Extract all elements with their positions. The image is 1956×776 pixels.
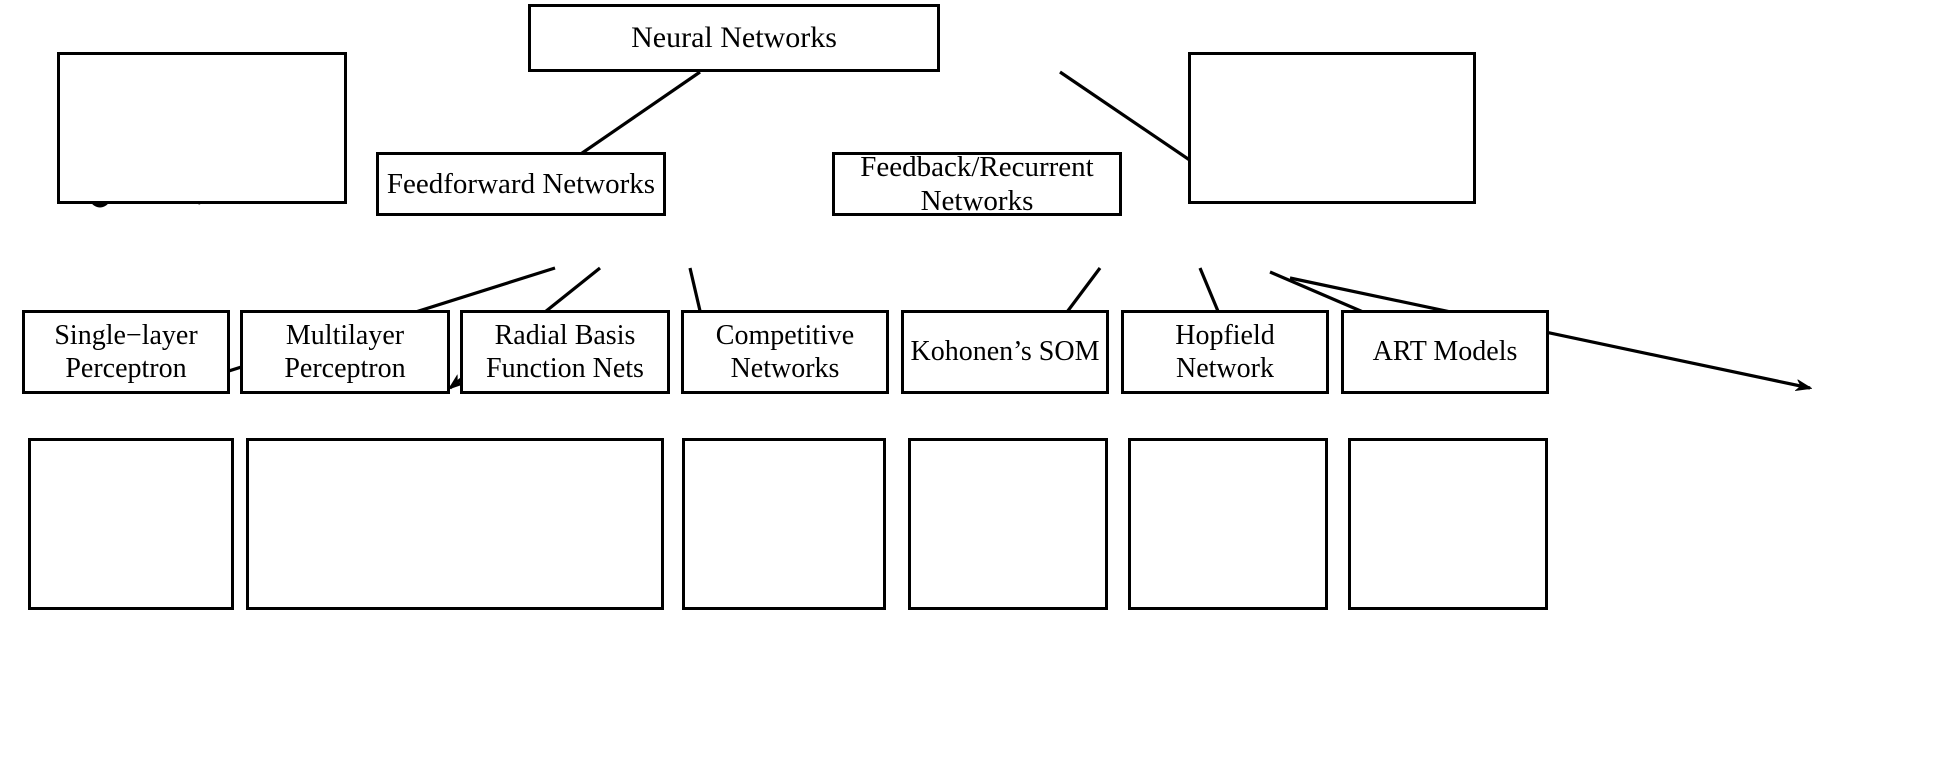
feedforward-example-panel	[57, 52, 347, 204]
edge-feedback-to-art	[1289, 276, 1810, 388]
single-layer-perceptron-panel	[28, 438, 234, 610]
node-kohonens-som[interactable]: Kohonen’s SOM	[901, 310, 1109, 394]
node-hopfield-network-line1: Hopfield	[1175, 319, 1275, 351]
node-radial-basis-function-nets-line2: Function Nets	[486, 353, 644, 384]
node-multilayer-perceptron[interactable]: Multilayer Perceptron	[240, 310, 450, 394]
node-neural-networks[interactable]: Neural Networks	[528, 4, 940, 72]
node-feedforward-networks-label: Feedforward Networks	[386, 167, 656, 200]
art-models-panel	[1348, 438, 1548, 610]
node-feedforward-networks[interactable]: Feedforward Networks	[376, 152, 666, 216]
node-neural-networks-label: Neural Networks	[631, 21, 837, 55]
node-radial-basis-function-nets[interactable]: Radial Basis Function Nets	[460, 310, 670, 394]
node-single-layer-perceptron-line2: Perceptron	[65, 353, 187, 384]
kohonens-som-panel	[908, 438, 1108, 610]
multilayer-perceptron-panel	[246, 438, 664, 610]
node-hopfield-network-line2: Network	[1176, 353, 1274, 384]
node-single-layer-perceptron[interactable]: Single−layer Perceptron	[22, 310, 230, 394]
node-hopfield-network[interactable]: Hopfield Network	[1121, 310, 1329, 394]
node-feedback-recurrent-networks-label-line2: Networks	[920, 185, 1034, 217]
node-multilayer-perceptron-line1: Multilayer	[285, 319, 405, 351]
node-art-models[interactable]: ART Models	[1341, 310, 1549, 394]
node-art-models-line1: ART Models	[1372, 336, 1518, 368]
node-single-layer-perceptron-line1: Single−layer	[54, 319, 198, 351]
recurrent-example-panel	[1188, 52, 1476, 204]
node-feedback-recurrent-networks[interactable]: Feedback/Recurrent Networks	[832, 150, 1122, 217]
node-multilayer-perceptron-line2: Perceptron	[284, 353, 406, 384]
competitive-networks-panel	[682, 438, 886, 610]
node-kohonens-som-line1: Kohonen’s SOM	[910, 336, 1100, 368]
node-competitive-networks-line2: Networks	[730, 353, 840, 384]
node-feedback-recurrent-networks-label-line1: Feedback/Recurrent	[860, 150, 1094, 183]
node-radial-basis-function-nets-line1: Radial Basis	[494, 319, 636, 351]
node-competitive-networks-line1: Competitive	[715, 319, 855, 351]
node-competitive-networks[interactable]: Competitive Networks	[681, 310, 889, 394]
hopfield-network-panel	[1128, 438, 1328, 610]
